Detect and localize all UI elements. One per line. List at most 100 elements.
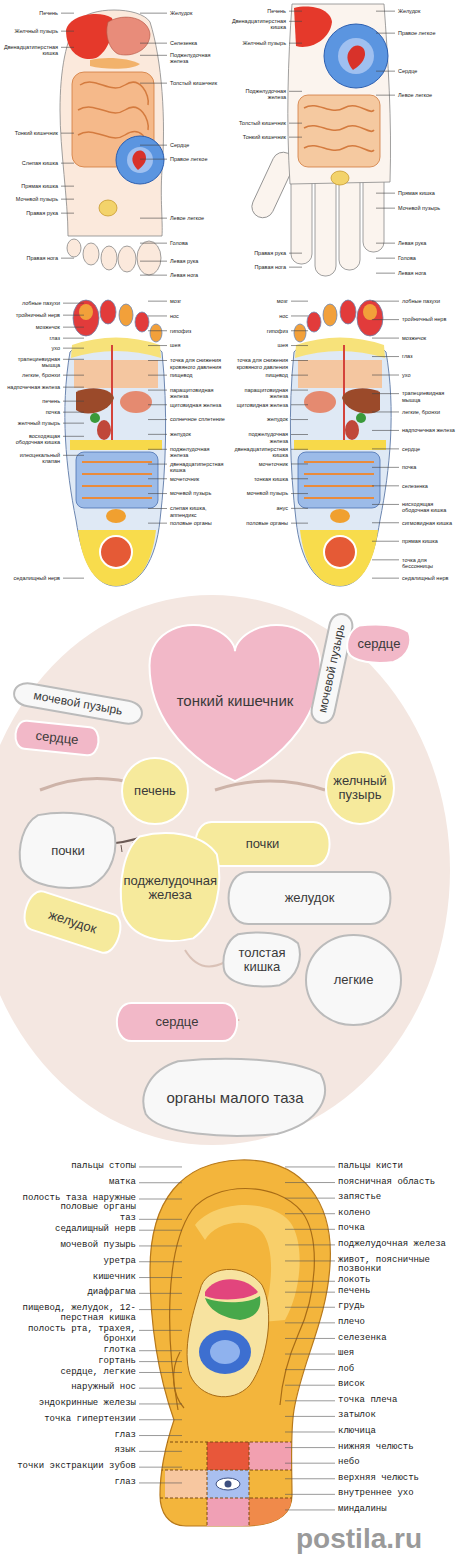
leader-line (148, 464, 167, 465)
leader-line (140, 145, 167, 146)
zone-outline (150, 625, 321, 781)
organ-label: пальцы стопы (4, 1162, 136, 1172)
organ-label: паращитовидная железа (170, 387, 226, 400)
lobe-grid (160, 1442, 300, 1530)
leader-line (61, 163, 74, 164)
leader-line (148, 315, 167, 316)
leader-line (139, 1261, 182, 1262)
zone-label: толстая кишка (227, 946, 297, 975)
leader-line (139, 1435, 182, 1436)
organ-label: паращитовидная железа (232, 387, 288, 400)
organ-label: прямая кишка (402, 538, 458, 544)
leader-line (61, 199, 74, 200)
leader-line (376, 273, 395, 274)
organ-label: нижняя челюсть (338, 1443, 458, 1453)
organ-label: верхняя челюсть (338, 1474, 458, 1484)
leader-line (63, 359, 84, 360)
leader-line (140, 275, 167, 276)
leader-line (63, 338, 84, 339)
toe (119, 304, 133, 326)
ear-drawing (150, 1160, 330, 1530)
foot-outline (60, 10, 164, 236)
organ-label: диафрагма (4, 1288, 136, 1298)
organ-label: ухо (2, 345, 60, 351)
leader-line (148, 523, 167, 524)
organ-label: надпочечная железа (2, 384, 60, 390)
organ-label: мочеточник (232, 461, 288, 467)
stomach (120, 391, 152, 413)
organ-label: сердце, легкие (4, 1368, 136, 1378)
leader-line (139, 1219, 182, 1220)
leader-line (148, 390, 167, 391)
organ-label: Правая рука (2, 210, 58, 216)
organ-label: селезенка (402, 483, 458, 489)
organ-label: шея (170, 342, 226, 348)
organ-label: Желудок (170, 10, 228, 16)
organ-label: язык (4, 1446, 136, 1456)
leader-line (139, 1330, 182, 1331)
organ-label: трапециевидная мышца (402, 390, 458, 403)
leader-line (139, 1245, 182, 1246)
organ-label: желудок (170, 431, 226, 437)
leader-line (140, 218, 167, 219)
zone-outline (14, 720, 100, 757)
intestines (298, 95, 380, 167)
organ-label: глаз (402, 353, 458, 359)
nose-shade (185, 950, 225, 966)
lungs (116, 136, 164, 184)
zone-label: тонкий кишечник (177, 693, 294, 710)
leader-line (289, 91, 302, 92)
stomach (107, 17, 150, 55)
organ-label: точка для снижения кровяного давления (232, 357, 288, 370)
leader-line (63, 412, 84, 413)
zone-outline (120, 833, 218, 941)
leader-line (139, 1388, 182, 1389)
leader-line (291, 434, 308, 435)
leader-line (291, 345, 308, 346)
leader-line (376, 71, 395, 72)
pancreas (90, 58, 140, 69)
organ-label: сердце (402, 446, 458, 452)
leader-line (372, 504, 399, 505)
organ-label: Мочевой пузырь (2, 196, 58, 202)
ear-zone (210, 1340, 240, 1364)
organ-label: точка для снижения кровяного давления (170, 357, 226, 370)
zone-label: почки (51, 844, 85, 858)
leader-line (372, 393, 399, 394)
organ-label: щитовидная железа (170, 402, 226, 408)
organ-label: глаз (4, 1431, 136, 1441)
organ-label: двенадцатиперстная кишка (232, 446, 288, 459)
organ-label: пальцы кисти (338, 1162, 458, 1172)
toe (83, 243, 99, 265)
leader-line (139, 1182, 182, 1183)
ear-zone (199, 1330, 251, 1374)
organ-label: гортань (4, 1357, 136, 1367)
ear-zone (205, 1279, 258, 1299)
organ-label: локоть (338, 1276, 458, 1286)
leader-line (376, 95, 395, 96)
zone-outline (12, 680, 144, 725)
organ-label: ключица (338, 1427, 458, 1437)
leader-line (139, 1309, 182, 1310)
leader-line (285, 1369, 335, 1370)
spine-line (111, 345, 113, 440)
organ-label: уретра (4, 1257, 136, 1267)
leader-line (148, 434, 167, 435)
leader-line (289, 123, 302, 124)
organ-label: надпочечная железа (402, 427, 458, 433)
organ-label: щитовидная железа (232, 402, 288, 408)
lungs (338, 38, 374, 74)
lobe-grid-lines (160, 1442, 300, 1530)
organ-label: анус (232, 505, 288, 511)
ear-outline (150, 1160, 330, 1526)
organ-label: восходящая ободочная кишка (2, 433, 60, 446)
leader-line (285, 1182, 335, 1183)
leader-line (63, 387, 84, 388)
zone-label: печень (134, 784, 176, 798)
organ-label: Прямая кишка (398, 190, 458, 196)
organ-label: ухо (402, 372, 458, 378)
organ-label: запястье (338, 1193, 458, 1203)
toe (73, 300, 99, 336)
leader-line (139, 1419, 182, 1420)
organ-label: Прямая кишка (2, 183, 58, 189)
